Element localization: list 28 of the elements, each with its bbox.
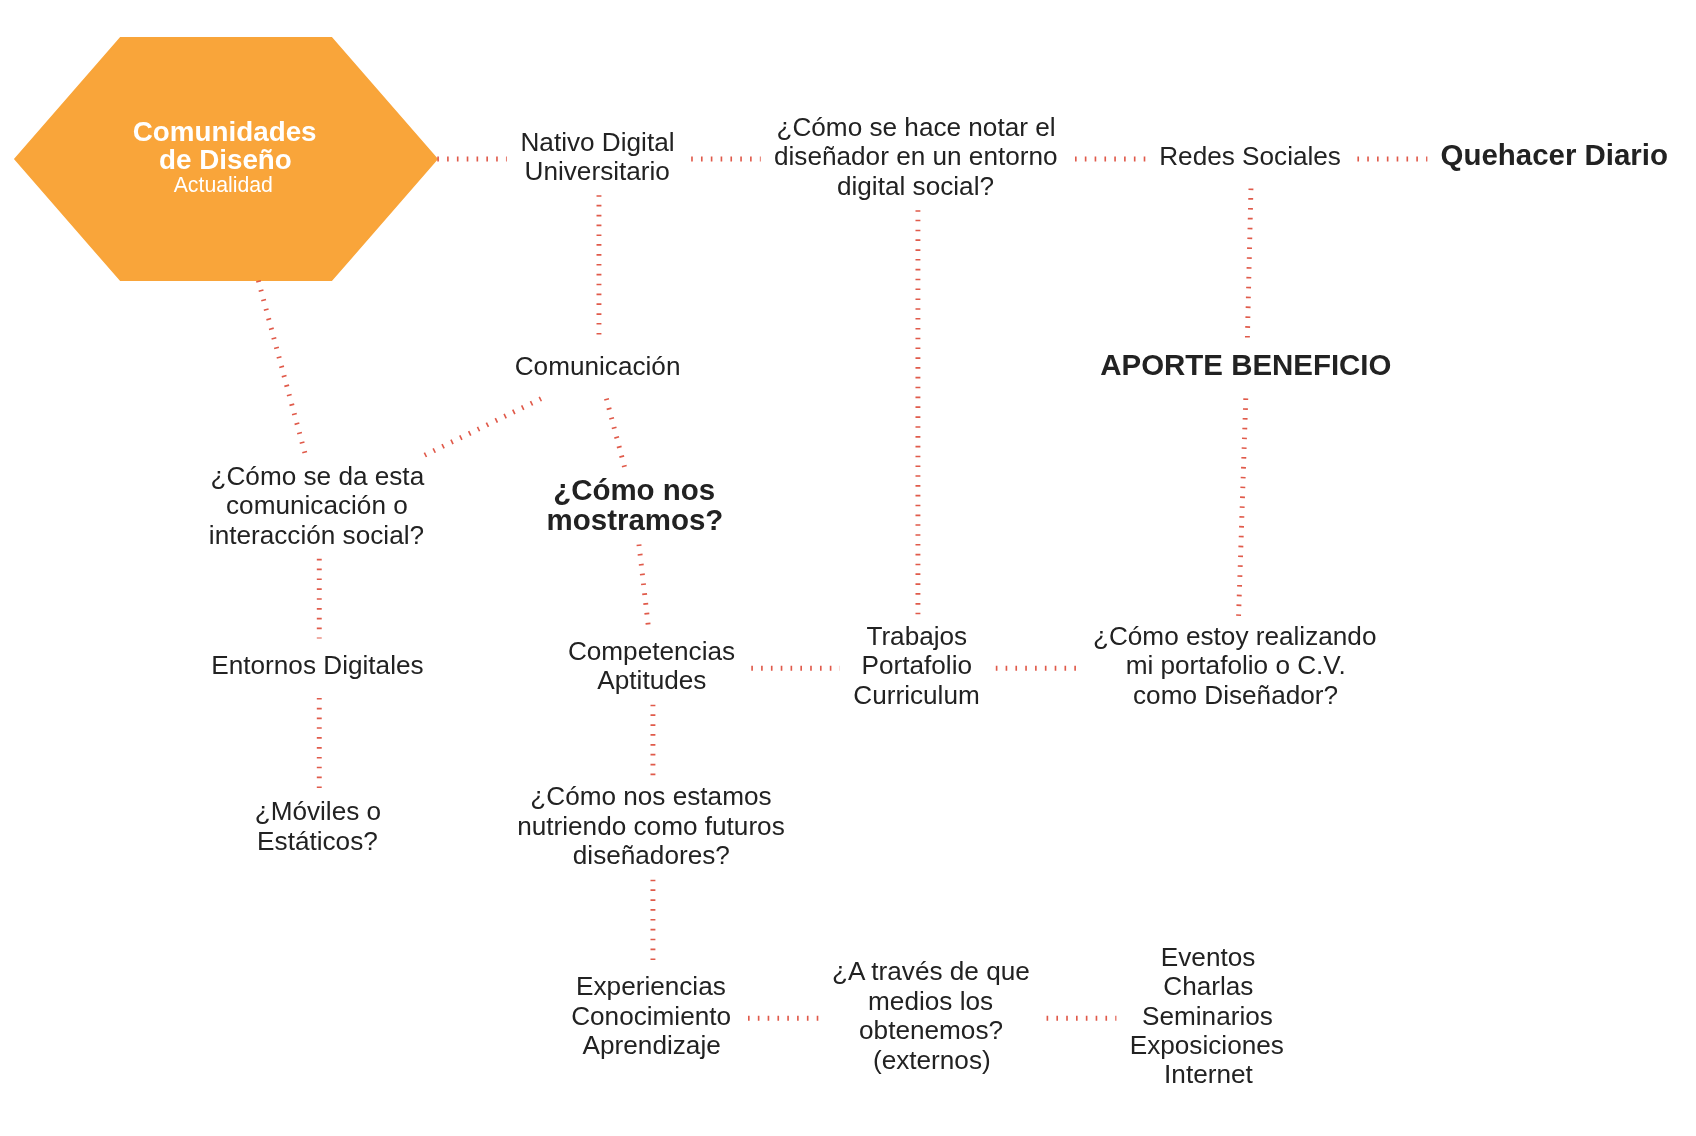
- connector: [691, 156, 761, 162]
- node-text: ¿A través de que medios los obtenemos? (externos): [832, 956, 1030, 1075]
- node-text: Nativo Digital Universitario: [520, 126, 675, 187]
- connector: [316, 558, 322, 639]
- node-text: ¿Cómo se hace notar el diseñador en un entorno digital social?: [773, 111, 1058, 201]
- connector: [1236, 398, 1249, 618]
- node-text: ¿Móviles o Estáticos?: [254, 796, 382, 856]
- node-text: ¿Cómo estoy realizando mi portafolio o C.V. como Diseñador?: [1092, 621, 1377, 710]
- connector: [437, 156, 507, 162]
- connector: [650, 704, 656, 778]
- node-text: ¿Cómo nos estamos nutriendo como futuros diseñadores?: [517, 781, 785, 871]
- node-text: APORTE BENEFICIO: [1100, 347, 1392, 381]
- connector: [1357, 156, 1428, 162]
- node-text: Comunicación: [514, 351, 681, 382]
- node-text: Quehacer Diario: [1440, 137, 1668, 171]
- node-text: Trabajos Portafolio Curriculum: [853, 621, 980, 710]
- connector: [1244, 188, 1254, 340]
- connector: [748, 1015, 819, 1021]
- node-text: Eventos Charlas Seminarios Exposiciones Internet: [1129, 941, 1284, 1090]
- node-text: Entornos Digitales: [211, 650, 424, 681]
- node-text: Experiencias Conocimiento Aprendizaje: [571, 971, 732, 1060]
- node-text: ¿Cómo nos mostramos?: [546, 473, 724, 536]
- node-text: Competencias Aptitudes: [567, 635, 736, 696]
- node-text: Redes Sociales: [1159, 141, 1341, 172]
- node-text: ¿Cómo se da esta comunicación o interacción social?: [208, 460, 425, 550]
- connector: [1075, 156, 1147, 162]
- connector: [915, 210, 921, 617]
- connector: [1046, 1015, 1117, 1021]
